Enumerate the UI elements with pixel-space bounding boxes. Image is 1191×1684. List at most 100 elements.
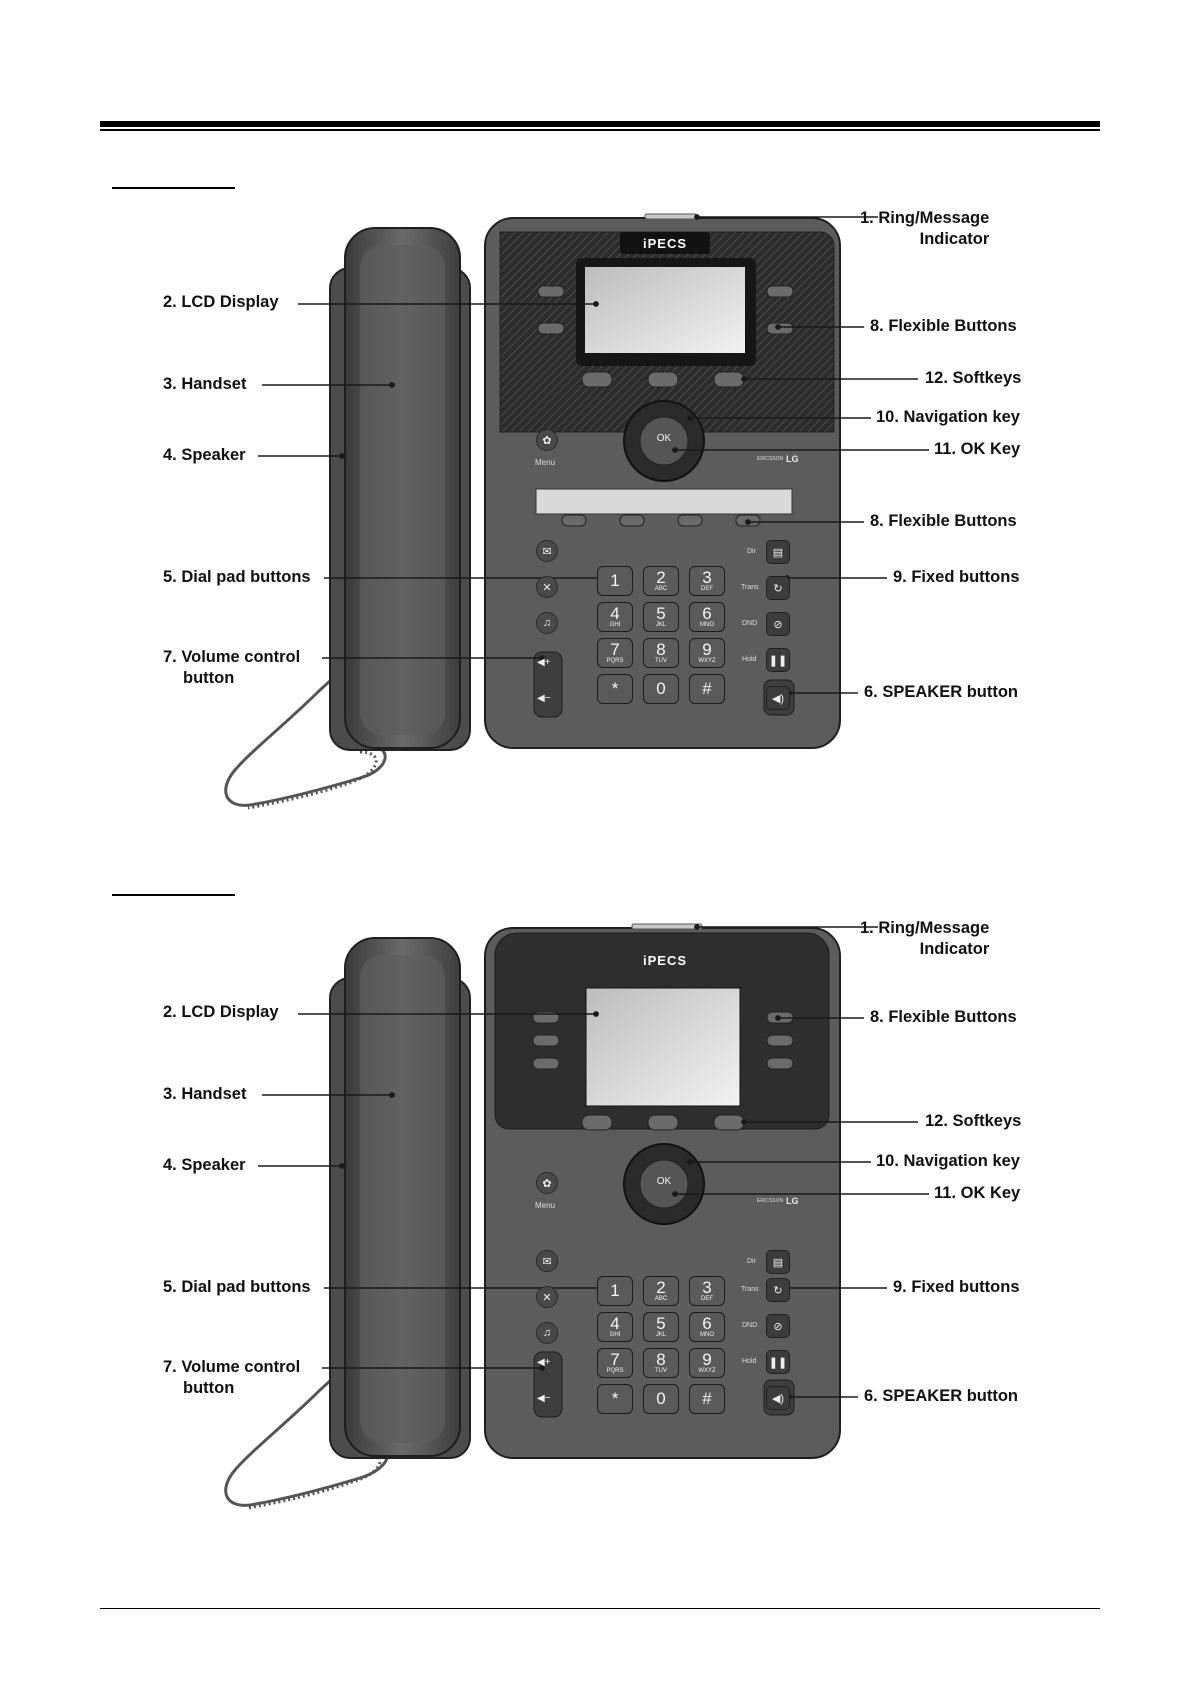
lg-logo: LG [786, 454, 799, 464]
dial-key-letters: ABC [654, 585, 668, 592]
dial-key-digit: 2 [656, 567, 666, 587]
directory-button[interactable]: ▤ [766, 1250, 790, 1274]
lg-logo: LG [786, 1196, 799, 1206]
speaker-button[interactable]: ◀) [766, 686, 790, 710]
dial-key-digit: 4 [610, 603, 620, 623]
dial-key-1[interactable]: 1 [597, 566, 633, 596]
section-rule-2 [112, 894, 235, 896]
menu-button[interactable]: ✿ [536, 429, 558, 451]
dial-key-digit: 3 [702, 1277, 712, 1297]
hold-button[interactable]: ❚❚ [766, 1350, 790, 1374]
menu-button[interactable]: ✿ [536, 1172, 558, 1194]
transfer-button[interactable]: ↻ [766, 576, 790, 600]
callout-softkeys: 12. Softkeys [925, 1112, 1022, 1130]
lcd-display [585, 267, 745, 353]
fixed-label-trans: Trans [741, 584, 759, 591]
headset-button[interactable]: ♫ [536, 612, 558, 634]
dial-key-digit: 8 [656, 1349, 666, 1369]
dial-key-digit: * [611, 679, 619, 698]
callout-lcd: 2. LCD Display [163, 1003, 279, 1021]
dnd-button[interactable]: ⊘ [766, 612, 790, 636]
dial-key-digit: 7 [610, 639, 620, 659]
dial-key-letters: DEF [701, 1295, 713, 1302]
directory-button[interactable]: ▤ [766, 540, 790, 564]
callout-flex-top: 8. Flexible Buttons [870, 317, 1017, 335]
message-button[interactable]: ✉ [536, 540, 558, 562]
dnd-button[interactable]: ⊘ [766, 1314, 790, 1338]
dial-key-letters: DEF [701, 585, 713, 592]
speaker-button[interactable]: ◀) [766, 1386, 790, 1410]
volume-down-icon[interactable]: ◀− [537, 693, 551, 704]
callout-ring: 1. Ring/Message Indicator [860, 919, 990, 958]
callout-dialpad: 5. Dial pad buttons [163, 1278, 311, 1296]
fixed-label-dnd: DND [742, 620, 758, 627]
dial-key-1[interactable]: 1 [597, 1276, 633, 1306]
dial-key-letters: JKL [655, 621, 667, 628]
dial-key-digit: 1 [610, 571, 620, 590]
ok-key-label[interactable]: OK [656, 433, 672, 444]
dial-key-hash[interactable]: # [689, 1384, 725, 1414]
mute-button[interactable]: ✕ [536, 576, 558, 598]
dial-key-letters: PQRS [606, 1367, 624, 1374]
callout-softkeys: 12. Softkeys [925, 369, 1022, 387]
ring-indicator [644, 213, 698, 220]
transfer-button[interactable]: ↻ [766, 1278, 790, 1302]
message-button[interactable]: ✉ [536, 1250, 558, 1272]
volume-down-icon[interactable]: ◀− [537, 1393, 551, 1404]
callout-handset: 3. Handset [163, 375, 247, 393]
dial-key-digit: * [611, 1389, 619, 1408]
dial-key-star[interactable]: * [597, 1384, 633, 1414]
ok-key-label[interactable]: OK [656, 1176, 672, 1187]
dial-key-letters: GHI [609, 621, 621, 628]
coiled-cord [224, 1358, 390, 1510]
dial-key-digit: # [702, 1389, 712, 1408]
fixed-label-hold: Hold [742, 656, 757, 663]
dial-key-0[interactable]: 0 [643, 674, 679, 704]
ericsson-text: ERICSSON [757, 1198, 784, 1204]
volume-control [533, 651, 563, 718]
callout-speaker-button: 6. SPEAKER button [864, 1387, 1019, 1405]
header-rule [100, 121, 1100, 127]
ok-key [639, 416, 689, 466]
dial-key-0[interactable]: 0 [643, 1384, 679, 1414]
volume-up-icon[interactable]: ◀+ [537, 657, 551, 668]
footer-rule [100, 1608, 1100, 1609]
mute-button[interactable]: ✕ [536, 1286, 558, 1308]
phone-figure-2: iPECS OK ✿ Menu ERICSSON LG ✉ ✕ ♫ ◀+ ◀− … [0, 710, 1191, 1560]
brand-logo: iPECS [642, 953, 687, 968]
headset-button[interactable]: ♫ [536, 1322, 558, 1344]
coiled-cord [224, 658, 387, 810]
section-rule-1 [112, 187, 235, 189]
dial-key-star[interactable]: * [597, 674, 633, 704]
fixed-label-trans: Trans [741, 1286, 759, 1293]
callout-nav: 10. Navigation key [876, 408, 1020, 426]
callout-ring: 1. Ring/Message Indicator [860, 209, 990, 248]
callout-dialpad: 5. Dial pad buttons [163, 568, 311, 586]
hold-button[interactable]: ❚❚ [766, 648, 790, 672]
dial-key-digit: 1 [610, 1281, 620, 1300]
callout-ok: 11. OK Key [934, 440, 1021, 458]
dial-key-hash[interactable]: # [689, 674, 725, 704]
callout-fixed: 9. Fixed buttons [893, 1278, 1020, 1296]
dial-key-letters: MNO [700, 621, 714, 628]
menu-label: Menu [535, 458, 556, 467]
dial-key-digit: 2 [656, 1277, 666, 1297]
volume-up-icon[interactable]: ◀+ [537, 1357, 551, 1368]
dial-key-letters: JKL [655, 1331, 667, 1338]
